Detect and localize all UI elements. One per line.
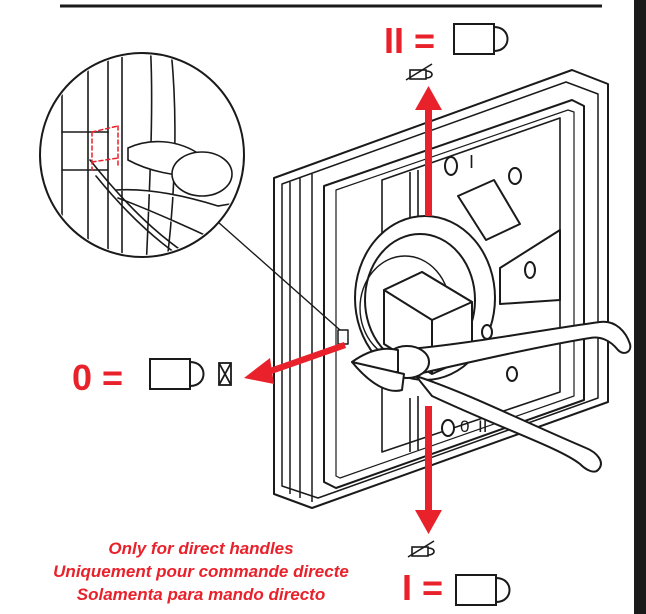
side-bar — [634, 0, 646, 614]
caption-line-es: Solamenta para mando directo — [76, 585, 326, 604]
red-arrows — [244, 86, 442, 534]
padlock-icon-zero — [149, 358, 205, 390]
padlock-icon-i — [455, 574, 511, 606]
arrow-down-head — [415, 510, 442, 534]
svg-text:0: 0 — [460, 417, 469, 436]
caption-line-en: Only for direct handles — [108, 539, 294, 558]
caption-line-fr: Uniquement pour commande directe — [53, 562, 349, 581]
arrow-up-head — [415, 86, 442, 110]
arrow-left-shaft — [264, 342, 346, 376]
pliers — [351, 320, 632, 473]
position-ii-label: II = — [384, 20, 436, 61]
position-zero-label: 0 = — [72, 357, 124, 398]
svg-text:I: I — [469, 152, 474, 172]
crossed-box-icon — [218, 362, 232, 386]
arrow-left-head — [244, 358, 274, 384]
arrow-up-shaft — [425, 104, 432, 216]
caption: Only for direct handles Uniquement pour … — [12, 537, 390, 606]
position-i-label: I = — [402, 567, 444, 608]
crossed-padlock-top-icon — [405, 63, 433, 81]
svg-text:II: II — [478, 417, 487, 436]
arrow-down-shaft — [425, 406, 432, 516]
detail-magnifier — [39, 52, 341, 331]
crossed-padlock-bottom-icon — [407, 540, 435, 558]
padlock-icon-ii — [453, 23, 509, 55]
